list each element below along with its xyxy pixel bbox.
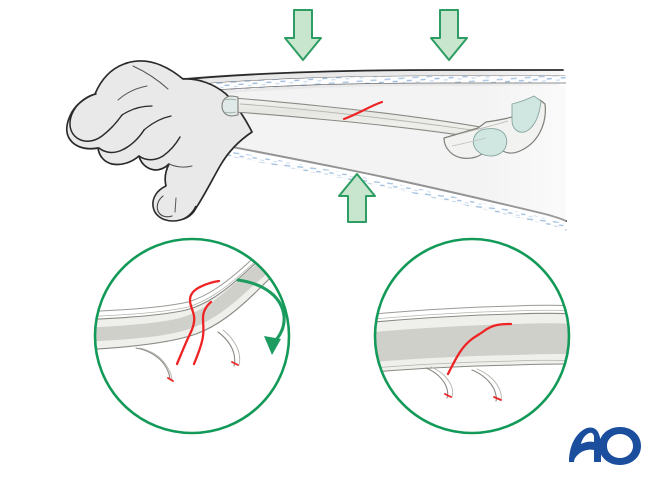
force-arrow-up-center: [338, 173, 376, 223]
reduction-curved-arrow: [236, 278, 286, 355]
forearm-soft-tissue: [174, 69, 567, 231]
detail-panel-angulated-fracture: [93, 237, 291, 435]
hand: [66, 60, 253, 222]
radius-bone: [221, 95, 546, 159]
detail-panel-reduced-fracture: [373, 237, 571, 435]
force-arrow-down-left: [284, 9, 322, 61]
forearm-lateral-view: [66, 9, 567, 231]
force-arrow-down-right: [430, 9, 468, 61]
radius-shaft-fracture: [342, 100, 384, 121]
ao-logo: AO: [569, 427, 641, 465]
detail-circle-left: [93, 237, 291, 435]
detail-circle-right: [373, 237, 571, 435]
